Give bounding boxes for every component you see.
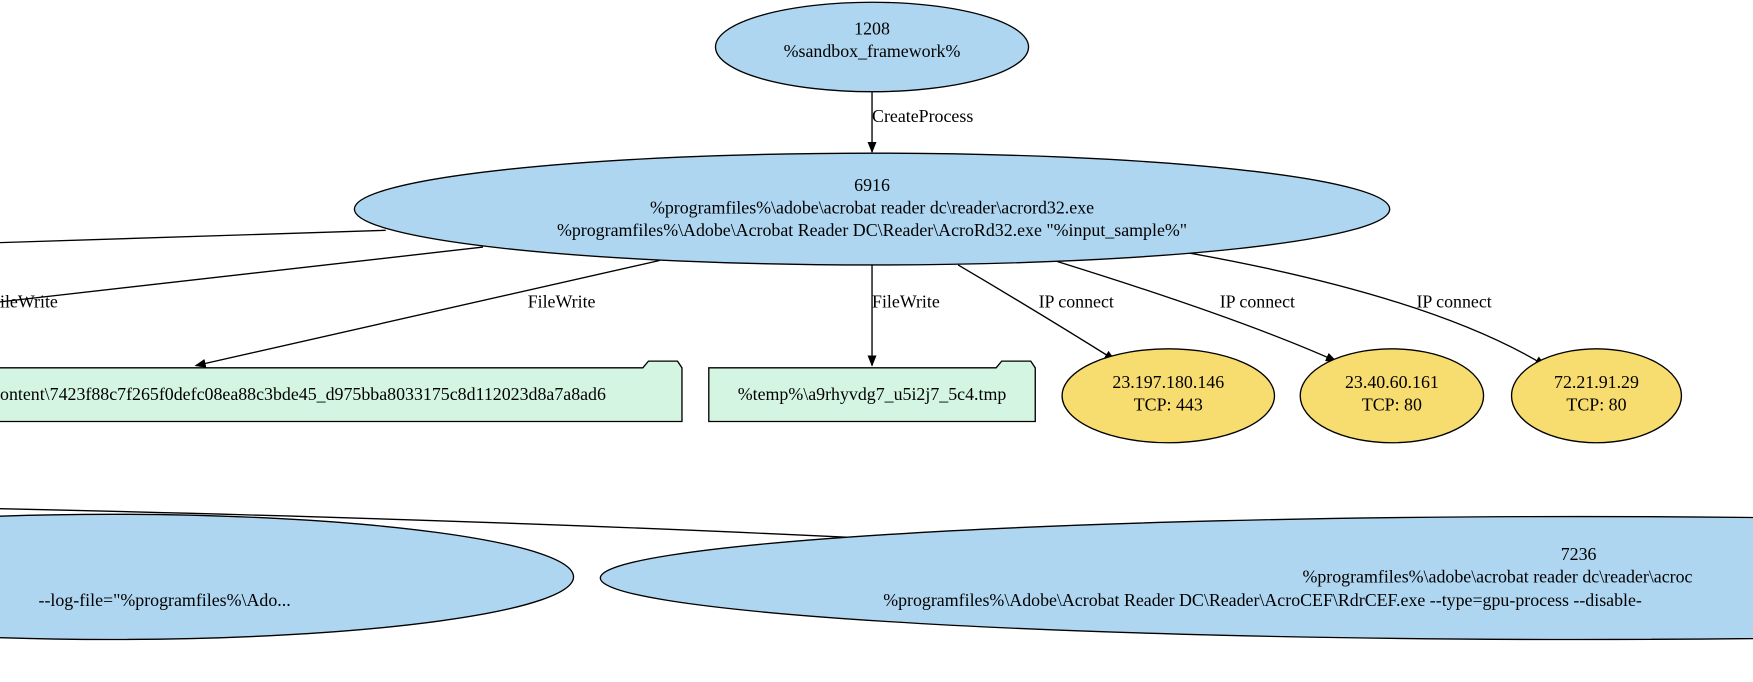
edge-ip-connect-2: IP connect: [1057, 260, 1338, 362]
edge-label: CreateProcess: [872, 106, 973, 126]
edge-filewrite-2: FileWrite: [867, 264, 940, 367]
process-cmd: --log-file="%programfiles%\Ado...: [39, 590, 291, 610]
process-pid: 7236: [1561, 544, 1597, 564]
process-path: %programfiles%\adobe\acrobat reader dc\r…: [1302, 566, 1692, 586]
process-path: %programfiles%\adobe\acrobat reader dc\r…: [650, 198, 1094, 218]
edge-create-7236: [0, 508, 905, 544]
network-node-3[interactable]: 72.21.91.29 TCP: 80: [1510, 348, 1683, 444]
port: TCP: 443: [1134, 394, 1203, 414]
edge-ip-connect-1: IP connect: [957, 264, 1116, 361]
network-node-2[interactable]: 23.40.60.161 TCP: 80: [1299, 348, 1485, 444]
process-cmd: %programfiles%\Adobe\Acrobat Reader DC\R…: [883, 590, 1642, 610]
edge-filewrite-1: FileWrite: [194, 259, 660, 368]
file-path: ontent\7423f88c7f265f0defc08ea88c3bde45_…: [0, 384, 606, 404]
edge-ip-connect-3: IP connect: [1187, 252, 1547, 367]
edge-label: IP connect: [1039, 291, 1114, 311]
ip-address: 72.21.91.29: [1554, 372, 1639, 392]
process-pid: 6916: [854, 175, 890, 195]
edge-label: IP connect: [1220, 291, 1295, 311]
edge-filewrite-left: ileWrite: [0, 246, 484, 311]
edge-label: ileWrite: [0, 291, 58, 311]
process-node-1208[interactable]: 1208 %sandbox_framework%: [714, 1, 1030, 93]
file-node-content[interactable]: ontent\7423f88c7f265f0defc08ea88c3bde45_…: [0, 360, 683, 423]
file-node-temp[interactable]: %temp%\a9rhyvdg7_u5i2j7_5c4.tmp: [708, 360, 1036, 423]
ip-address: 23.197.180.146: [1112, 372, 1224, 392]
process-name: %sandbox_framework%: [784, 41, 961, 61]
port: TCP: 80: [1566, 394, 1626, 414]
network-node-1[interactable]: 23.197.180.146 TCP: 443: [1061, 348, 1276, 444]
edge-label: IP connect: [1416, 291, 1491, 311]
process-node-6916[interactable]: 6916 %programfiles%\adobe\acrobat reader…: [353, 152, 1391, 266]
process-node-left[interactable]: --log-file="%programfiles%\Ado...: [0, 513, 575, 641]
edge-create-process: CreateProcess: [867, 91, 973, 154]
edge-offscreen: [0, 229, 386, 244]
port: TCP: 80: [1362, 394, 1422, 414]
edge-label: FileWrite: [528, 291, 596, 311]
file-path: %temp%\a9rhyvdg7_u5i2j7_5c4.tmp: [738, 384, 1007, 404]
edge-label: FileWrite: [872, 291, 940, 311]
process-pid: 1208: [854, 19, 890, 39]
process-cmd: %programfiles%\Adobe\Acrobat Reader DC\R…: [557, 220, 1187, 240]
ip-address: 23.40.60.161: [1345, 372, 1439, 392]
process-node-7236[interactable]: 7236 %programfiles%\adobe\acrobat reader…: [599, 515, 1753, 641]
